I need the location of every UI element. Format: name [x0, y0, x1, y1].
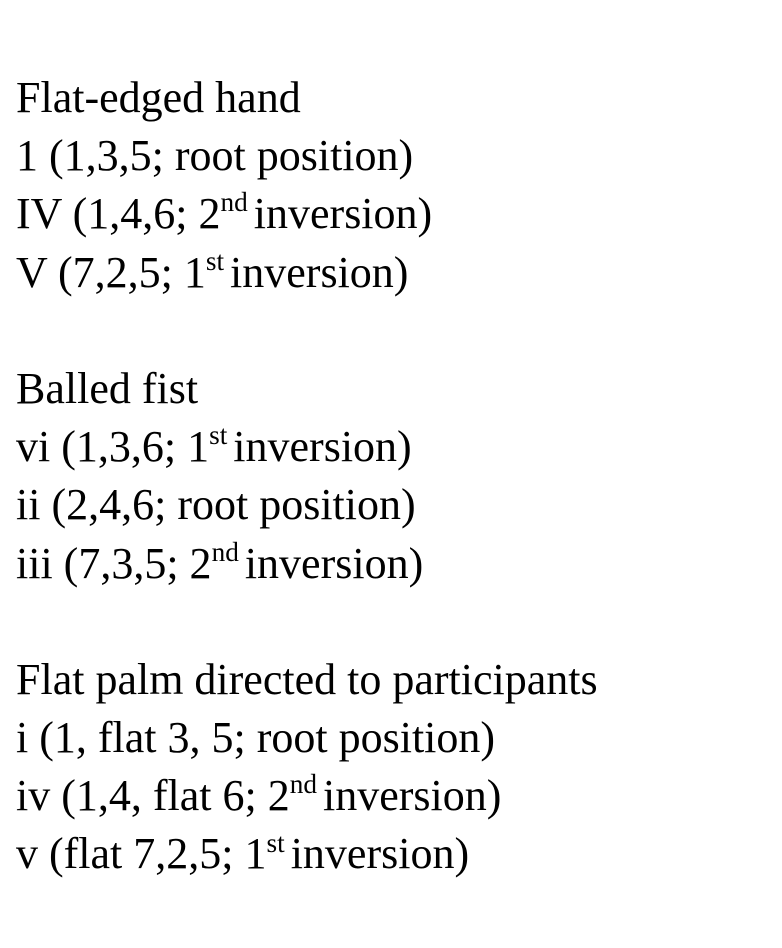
- chord-text: V (7,2,5; 1: [16, 247, 206, 297]
- section-heading: Balled fist: [16, 363, 199, 413]
- chord-text: i (1, flat 3, 5; root position): [16, 713, 496, 763]
- chord-text-suffix: inversion): [290, 829, 470, 879]
- chord-text: IV (1,4,6; 2: [16, 189, 221, 239]
- chord-text-suffix: inversion): [323, 771, 502, 821]
- chord-text: v (flat 7,2,5; 1: [16, 829, 267, 879]
- section-spacer: [16, 593, 598, 651]
- chord-text: 1 (1,3,5; root position): [16, 131, 414, 181]
- section-heading: Flat palm directed to participants: [16, 654, 598, 704]
- chord-line: 1 (1,3,5; root position): [16, 127, 598, 185]
- chord-text: iv (1,4, flat 6; 2: [16, 771, 290, 821]
- ordinal-superscript: st: [266, 827, 285, 858]
- section-flat-palm: Flat palm directed to participants i (1,…: [16, 651, 598, 884]
- chord-text: vi (1,3,6; 1: [16, 422, 210, 472]
- document-body: Flat-edged hand 1 (1,3,5; root position)…: [16, 69, 598, 884]
- section-heading: Flat-edged hand: [16, 73, 301, 122]
- ordinal-superscript: nd: [220, 187, 248, 218]
- ordinal-superscript: nd: [211, 536, 239, 567]
- ordinal-superscript: st: [209, 420, 228, 451]
- ordinal-superscript: st: [205, 245, 225, 276]
- chord-text: ii (2,4,6; root position): [16, 480, 416, 530]
- section-flat-edged-hand: Flat-edged hand 1 (1,3,5; root position)…: [16, 69, 598, 302]
- section-spacer: [16, 302, 598, 360]
- chord-text-suffix: inversion): [244, 538, 424, 588]
- chord-text-suffix: inversion): [230, 247, 409, 297]
- ordinal-superscript: nd: [289, 769, 317, 800]
- chord-text-suffix: inversion): [253, 189, 433, 239]
- chord-text: iii (7,3,5; 2: [16, 538, 212, 588]
- chord-line: ii (2,4,6; root position): [16, 476, 598, 534]
- chord-line: i (1, flat 3, 5; root position): [16, 709, 598, 767]
- chord-text-suffix: inversion): [233, 422, 412, 472]
